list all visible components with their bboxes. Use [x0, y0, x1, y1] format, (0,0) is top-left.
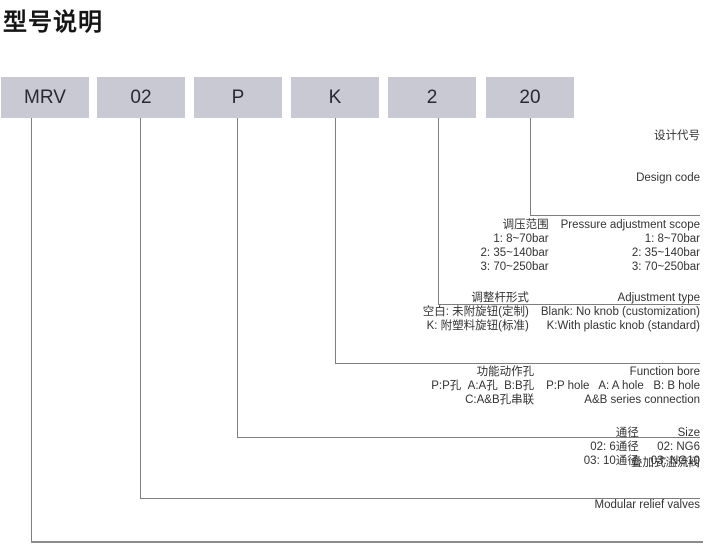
connector-hline-size: [140, 498, 700, 499]
size-row-cn: 02: 6通径: [590, 441, 639, 453]
size-row: 02: 6通径 02: NG6: [584, 440, 700, 454]
model-box-label: 02: [130, 86, 152, 108]
bore-header: 功能动作孔 Function bore: [431, 365, 700, 379]
model-box-label: MRV: [24, 86, 66, 108]
model-box-label: 20: [519, 86, 541, 108]
bore-header-cn: 功能动作孔: [476, 366, 535, 378]
connector-vline-pressure: [438, 118, 439, 304]
adjustment-row: K: 附塑料旋钮(标准) K:With plastic knob (standa…: [423, 319, 700, 333]
adjustment-row-cn: 空白: 未附旋钮(定制): [422, 306, 529, 318]
adjustment-row-en: K:With plastic knob (standard): [546, 320, 700, 332]
bore-row-en: A&B series connection: [584, 394, 700, 406]
bore-row: C:A&B孔串联 A&B series connection: [431, 393, 700, 407]
model-box-label: P: [231, 86, 245, 108]
pressure-row-cn: 1: 8~70bar: [493, 233, 549, 245]
adjustment-row-cn: K: 附塑料旋钮(标准): [426, 320, 529, 332]
pressure-header: 调压范围 Pressure adjustment scope: [481, 218, 700, 232]
connector-hline-series: [31, 541, 703, 543]
model-box-size: 02: [97, 77, 185, 118]
design-code-label-cn: 设计代号: [654, 130, 700, 142]
size-header-en: Size: [677, 427, 700, 439]
connector-vline-size: [140, 118, 141, 498]
adjustment-row: 空白: 未附旋钮(定制) Blank: No knob (customizati…: [423, 305, 700, 319]
pressure-row-cn: 2: 35~140bar: [480, 247, 549, 259]
adjustment-header-cn: 调整杆形式: [471, 292, 529, 304]
bore-row: P:P孔 A:A孔 B:B孔 P:P hole A: A hole B: B h…: [431, 379, 700, 393]
bore-row-cn: C:A&B孔串联: [465, 394, 535, 406]
page-title: 型号说明: [3, 9, 103, 36]
pressure-row: 1: 8~70bar 1: 8~70bar: [481, 232, 700, 246]
connector-hline-design-code: [530, 215, 700, 216]
model-box-bore: P: [194, 77, 282, 118]
section-function-bore: 功能动作孔 Function bore P:P孔 A:A孔 B:B孔 P:P h…: [431, 337, 700, 435]
section-design-code: 设计代号 Design code: [636, 101, 700, 213]
adjustment-row-en: Blank: No knob (customization): [540, 306, 700, 318]
connector-vline-bore: [237, 118, 238, 437]
section-size: 通径 Size 02: 6通径 02: NG6 03: 10通径 03: NG1…: [584, 398, 700, 496]
bore-header-en: Function bore: [629, 366, 700, 378]
connector-vline-design-code: [530, 118, 531, 215]
bore-row-en: P:P hole A: A hole B: B hole: [546, 380, 700, 392]
connector-hline-pressure: [438, 304, 700, 305]
product-name-cn: 叠加式溢流阀: [631, 457, 700, 469]
product-name-en: Modular relief valves: [594, 499, 700, 511]
connector-vline-knob: [335, 118, 336, 363]
model-box-series: MRV: [1, 77, 89, 118]
size-row: 03: 10通径 03: NG10: [584, 454, 700, 468]
connector-vline-series: [31, 118, 32, 541]
section-pressure-scope: 调压范围 Pressure adjustment scope 1: 8~70ba…: [481, 190, 700, 302]
model-box-label: K: [328, 86, 342, 108]
connector-hline-bore: [237, 437, 700, 438]
size-header: 通径 Size: [584, 426, 700, 440]
design-code-label-en: Design code: [636, 172, 700, 184]
pressure-header-en: Pressure adjustment scope: [560, 219, 700, 231]
size-header-cn: 通径: [615, 427, 639, 439]
adjustment-header: 调整杆形式 Adjustment type: [423, 291, 700, 305]
pressure-row: 3: 70~250bar 3: 70~250bar: [481, 260, 700, 274]
model-box-pressure: 2: [388, 77, 476, 118]
bore-row-cn: P:P孔 A:A孔 B:B孔: [431, 380, 535, 392]
pressure-row-en: 2: 35~140bar: [631, 247, 700, 259]
pressure-row-en: 1: 8~70bar: [644, 233, 700, 245]
size-row-en: 03: NG10: [650, 455, 700, 467]
pressure-row-en: 3: 70~250bar: [631, 261, 700, 273]
pressure-header-cn: 调压范围: [502, 219, 549, 231]
adjustment-header-en: Adjustment type: [617, 292, 700, 304]
pressure-row-cn: 3: 70~250bar: [480, 261, 549, 273]
pressure-row: 2: 35~140bar 2: 35~140bar: [481, 246, 700, 260]
section-adjustment-type: 调整杆形式 Adjustment type 空白: 未附旋钮(定制) Blank…: [423, 263, 700, 361]
model-box-knob: K: [291, 77, 379, 118]
size-row-cn: 03: 10通径: [583, 455, 639, 467]
section-product-name: 叠加式溢流阀 Modular relief valves: [595, 428, 700, 540]
model-box-label: 2: [426, 86, 438, 108]
connector-hline-knob: [335, 363, 700, 364]
size-row-en: 02: NG6: [657, 441, 700, 453]
model-box-design-code: 20: [486, 77, 574, 118]
